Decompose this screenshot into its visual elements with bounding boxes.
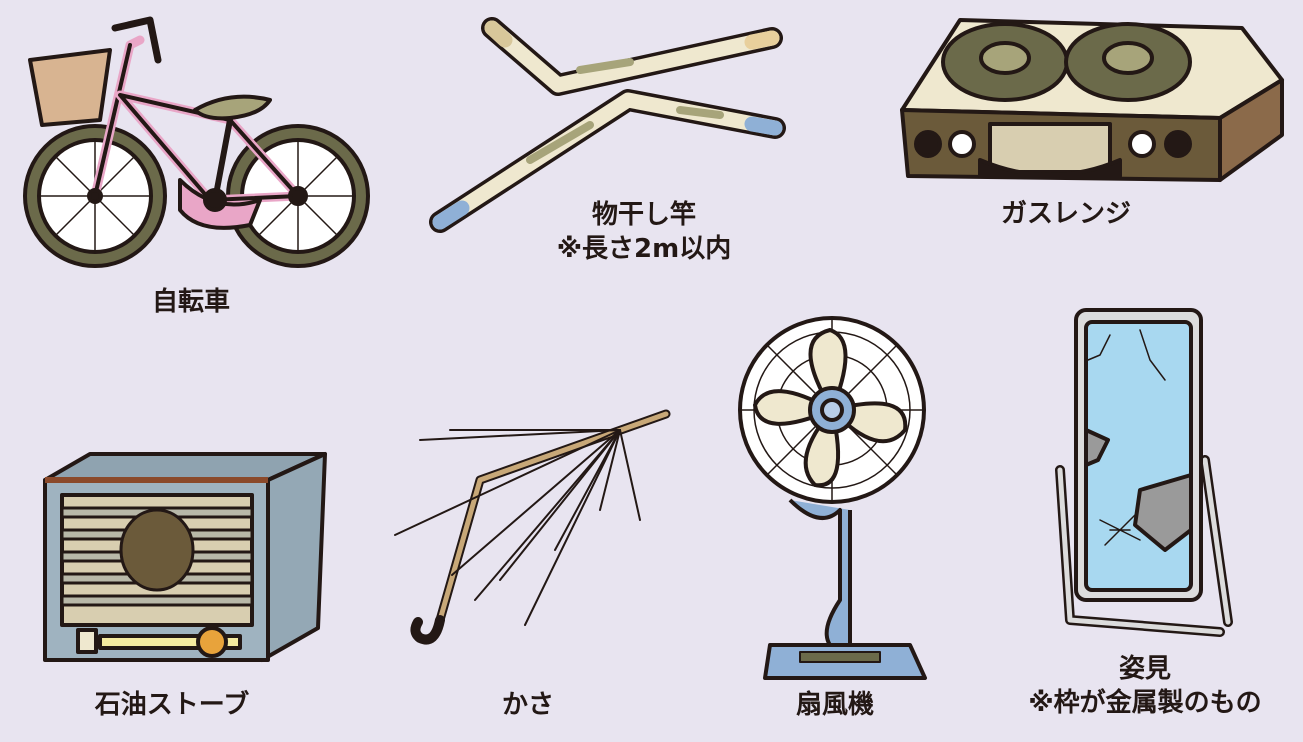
drying-pole-name: 物干し竿 (591, 200, 696, 230)
gas-stove-illustration: ガスレンジ (880, 0, 1303, 250)
drying-pole-label: 物干し竿 ※長さ2m以内 (557, 198, 731, 266)
bicycle-label: 自転車 (152, 285, 230, 319)
kerosene-heater-label: 石油ストーブ (95, 688, 249, 722)
gas-stove-label: ガスレンジ (1001, 197, 1131, 231)
kerosene-heater-icon (43, 452, 327, 662)
bicycle-name: 自転車 (151, 287, 231, 317)
gas-stove-icon (900, 18, 1284, 182)
electric-fan-label: 扇風機 (796, 688, 874, 722)
kerosene-heater-illustration: 石油ストーブ (0, 440, 340, 742)
electric-fan-name: 扇風機 (795, 690, 875, 720)
drying-pole-icon (429, 17, 786, 233)
drying-pole-illustration: 物干し竿 ※長さ2m以内 (400, 0, 820, 300)
umbrella-label: かさ (502, 688, 554, 722)
gas-stove-name: ガスレンジ (1000, 199, 1132, 229)
bicycle-icon (23, 16, 370, 268)
mirror-label: 姿見 ※枠が金属製のもの (1028, 652, 1261, 720)
umbrella-icon (394, 409, 671, 645)
kerosene-heater-name: 石油ストーブ (94, 690, 250, 720)
electric-fan-illustration: 扇風機 (720, 300, 950, 742)
drying-pole-note: ※長さ2m以内 (556, 234, 732, 264)
electric-fan-icon (738, 316, 927, 680)
umbrella-illustration: かさ (380, 400, 700, 742)
mirror-name: 姿見 (1118, 654, 1171, 684)
mirror-icon (1055, 308, 1233, 637)
umbrella-name: かさ (501, 690, 555, 720)
bicycle-illustration: 自転車 (0, 0, 380, 340)
mirror-illustration: 姿見 ※枠が金属製のもの (990, 300, 1303, 742)
mirror-note: ※枠が金属製のもの (1028, 688, 1262, 718)
